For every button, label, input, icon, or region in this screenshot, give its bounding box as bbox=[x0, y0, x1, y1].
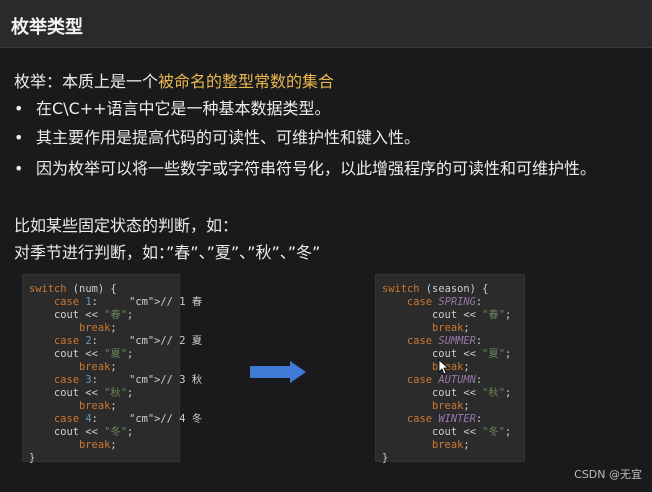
code-left-line: cout << "秋"; bbox=[29, 387, 134, 399]
bullet-text-1: 在C\C++语言中它是一种基本数据类型。 bbox=[36, 99, 331, 118]
code-left-line: case 3: "cm">// 3 秋 bbox=[54, 374, 203, 386]
code-block-left: switch (num) { case 1: "cm">// 1 春 cout … bbox=[22, 274, 203, 464]
code-right-line: break; bbox=[432, 322, 470, 334]
bullet-dot-2: • bbox=[14, 128, 24, 147]
code-right-line: break; bbox=[432, 400, 470, 412]
code-right-line: cout << "春"; bbox=[382, 309, 512, 321]
intro-prefix: 枚举：本质上是一个 bbox=[14, 72, 159, 91]
code-left-line: cout << "冬"; bbox=[29, 426, 134, 438]
code-right-line: switch (season) { bbox=[382, 283, 489, 295]
code-left-line: } bbox=[29, 452, 36, 464]
code-right-line: cout << "冬"; bbox=[382, 426, 512, 438]
code-right-line: case SPRING: bbox=[407, 296, 483, 308]
code-right-line: case WINTER: bbox=[407, 413, 483, 425]
code-left-line: case 1: "cm">// 1 春 bbox=[54, 296, 203, 308]
code-right-line: break; bbox=[432, 361, 470, 373]
mouse-cursor-icon bbox=[438, 359, 450, 375]
code-block-right: switch (season) { case SPRING: cout << "… bbox=[375, 274, 525, 464]
example-line-1: 比如某些固定状态的判断，如： bbox=[14, 216, 239, 235]
code-left-line: break; bbox=[79, 400, 117, 412]
example-line-2: 对季节进行判断，如：”春”、”夏”、”秋”、”冬” bbox=[14, 243, 321, 262]
code-right-line: } bbox=[382, 452, 389, 464]
code-left-line: cout << "春"; bbox=[29, 309, 134, 321]
bullet-dot-1: • bbox=[14, 99, 24, 118]
code-left-line: cout << "夏"; bbox=[29, 348, 134, 360]
code-right-line: case AUTUMN: bbox=[407, 374, 483, 386]
intro-highlight: 被命名的整型常数的集合 bbox=[158, 72, 335, 91]
intro-line: 枚举：本质上是一个被命名的整型常数的集合 bbox=[14, 71, 334, 93]
code-left-line: case 4: "cm">// 4 冬 bbox=[54, 413, 203, 425]
title-bar: 枚举类型 bbox=[0, 0, 652, 48]
code-left-line: switch (num) { bbox=[29, 283, 117, 295]
code-right-line: cout << "夏"; bbox=[382, 348, 512, 360]
watermark: CSDN @无宜 bbox=[574, 468, 642, 481]
code-left-line: case 2: "cm">// 2 夏 bbox=[54, 335, 203, 347]
bullet-dot-3: • bbox=[14, 159, 24, 178]
code-right-line: break; bbox=[432, 439, 470, 451]
code-left-line: break; bbox=[79, 361, 117, 373]
code-left-line: break; bbox=[79, 322, 117, 334]
page-title: 枚举类型 bbox=[11, 17, 83, 38]
code-right-line: cout << "秋"; bbox=[382, 387, 512, 399]
bullet-text-3: 因为枚举可以将一些数字或字符串符号化，以此增强程序的可读性和可维护性。 bbox=[36, 159, 597, 178]
bullet-text-2: 其主要作用是提高代码的可读性、可维护性和键入性。 bbox=[36, 128, 421, 147]
code-left-line: break; bbox=[79, 439, 117, 451]
code-right-line: case SUMMER: bbox=[407, 335, 483, 347]
right-arrow-icon bbox=[250, 361, 306, 383]
